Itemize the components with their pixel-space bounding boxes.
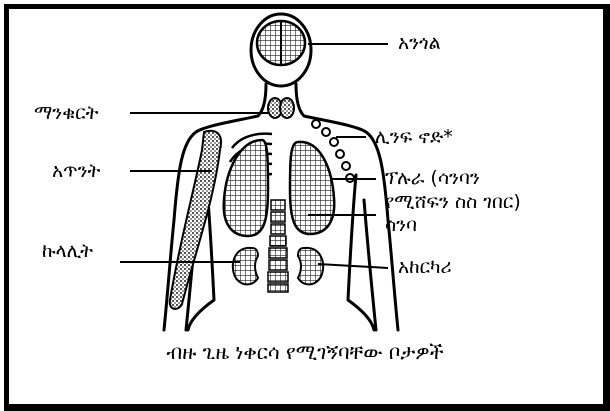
spine-shape bbox=[268, 200, 288, 292]
thyroid-shape bbox=[268, 98, 294, 118]
leader-spine bbox=[318, 264, 388, 268]
right-kidney-shape bbox=[298, 248, 323, 285]
label-lymph-node: ሊንፍ ኖድ* bbox=[375, 126, 453, 148]
label-pleura-line2: የሚሸፍን ስስ ገበር) bbox=[385, 191, 521, 213]
left-kidney-shape bbox=[233, 248, 258, 285]
brain-shape bbox=[257, 21, 305, 65]
label-joint: ኩላሊት bbox=[42, 240, 93, 262]
figure-caption: ብዙ ጊዜ ነቀርሳ የሚገኝባቸው ቦታዎች bbox=[0, 340, 610, 364]
right-lung-shape bbox=[290, 142, 334, 234]
label-pleura-line1: ፕሉራ (ሳንባን bbox=[385, 167, 480, 189]
label-spine: አከርካሪ bbox=[398, 256, 452, 278]
label-thyroid: ማንቁርት bbox=[34, 102, 99, 124]
label-lung: ሳንባ bbox=[385, 214, 417, 236]
left-lung-shape bbox=[224, 140, 268, 236]
label-bone: አጥንት bbox=[52, 160, 100, 182]
label-brain: አንጎል bbox=[398, 32, 441, 54]
